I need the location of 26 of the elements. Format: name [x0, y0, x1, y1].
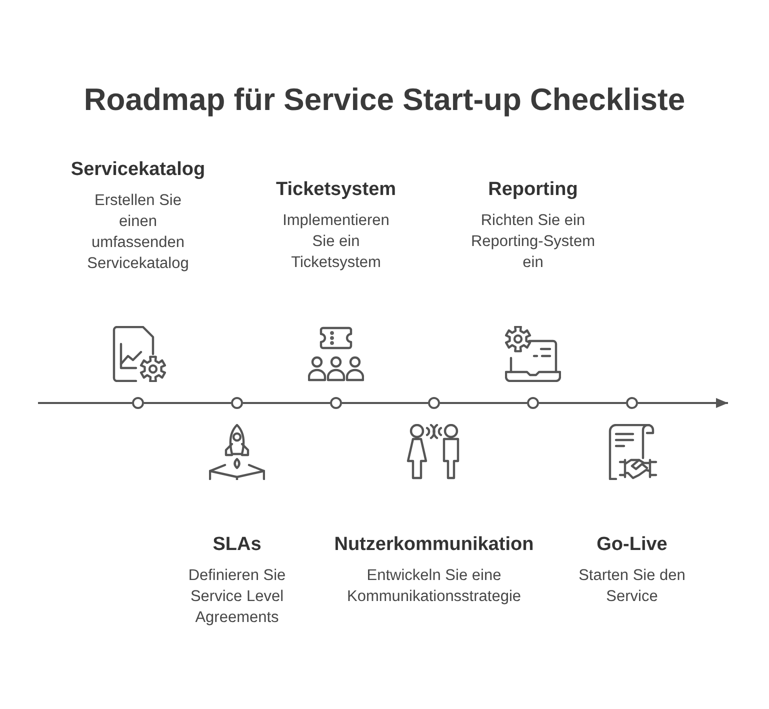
milestone-title: Ticketsystem: [276, 178, 396, 201]
milestone-description: Entwickeln Sie eine Kommunikationsstrategie: [346, 566, 522, 607]
timeline-line: [38, 402, 132, 404]
timeline-dot: [527, 397, 539, 409]
milestone-description: Starten Sie den Service: [578, 566, 686, 607]
timeline-line: [243, 402, 330, 404]
timeline-dot: [132, 397, 144, 409]
milestone-description: Implementieren Sie ein Ticketsystem: [282, 211, 390, 273]
milestone-title: Go-Live: [596, 533, 668, 556]
milestone-title: Nutzerkommunikation: [334, 533, 534, 556]
milestone-title: SLAs: [212, 533, 262, 556]
timeline-dot: [428, 397, 440, 409]
milestone-title: Servicekatalog: [70, 158, 206, 181]
milestone-description: Richten Sie ein Reporting-System ein: [470, 211, 596, 273]
timeline-dot: [330, 397, 342, 409]
timeline-dot: [626, 397, 638, 409]
timeline-line: [539, 402, 626, 404]
milestone-description: Erstellen Sie einen umfassenden Servicekatalog: [86, 191, 190, 274]
timeline-arrow: [638, 398, 728, 408]
timeline-dot: [231, 397, 243, 409]
timeline-line: [342, 402, 428, 404]
timeline-line: [440, 402, 527, 404]
timeline-line: [144, 402, 231, 404]
milestone-title: Reporting: [488, 178, 578, 201]
milestone-description: Definieren Sie Service Level Agreements: [188, 566, 286, 628]
diagram-title: Roadmap für Service Start-up Checkliste: [84, 81, 686, 119]
